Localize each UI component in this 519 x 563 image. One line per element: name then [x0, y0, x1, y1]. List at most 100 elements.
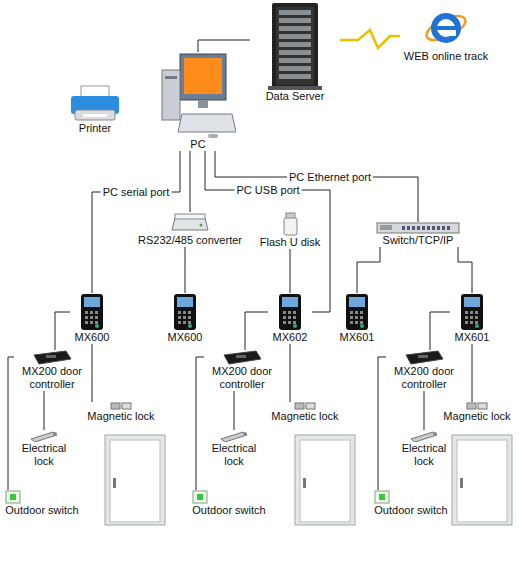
device-label: Magnetic lock [84, 410, 158, 423]
connector [424, 391, 425, 430]
usb-icon [281, 212, 299, 236]
dev-drawing [278, 293, 302, 331]
dev-drawing [173, 293, 197, 331]
elec-icon [29, 430, 59, 442]
device-label: MX602 [268, 331, 312, 344]
device-node: WEB online track [400, 6, 492, 63]
mag-drawing [110, 402, 132, 410]
device-label: Magnetic lock [268, 410, 342, 423]
device-label: Outdoor switch [190, 504, 268, 517]
usb-drawing [281, 212, 299, 236]
elec-drawing [219, 430, 249, 442]
dev-icon [173, 293, 197, 331]
device-label: MX601 [450, 331, 494, 344]
dev-drawing [345, 293, 369, 331]
mag-drawing [294, 402, 316, 410]
door [295, 435, 355, 525]
connector [378, 357, 386, 490]
dev-icon [278, 293, 302, 331]
device-node: Outdoor switch [3, 490, 81, 517]
connector [245, 312, 268, 350]
device-label: Magnetic lock [440, 410, 514, 423]
server-drawing [266, 2, 324, 90]
ctrl-drawing [32, 350, 72, 365]
out-drawing [374, 490, 390, 504]
device-node: PC [158, 52, 238, 151]
device-label: Electrical lock [208, 442, 260, 468]
dev-drawing [80, 293, 104, 331]
device-label: MX200 door controller [14, 365, 90, 391]
connector [215, 151, 418, 222]
device-label: WEB online track [400, 50, 492, 63]
device-node: Outdoor switch [372, 490, 450, 517]
device-label: MX600 [70, 331, 114, 344]
device-label: Printer [62, 122, 128, 135]
connector [44, 391, 45, 430]
device-node: Electrical lock [208, 430, 260, 468]
connector [472, 344, 473, 402]
door [105, 435, 165, 525]
door [452, 435, 512, 525]
device-node: Magnetic lock [440, 402, 514, 423]
switch-drawing [376, 222, 460, 234]
device-node: Switch/TCP/IP [370, 222, 466, 247]
mag-icon [466, 402, 488, 410]
mag-drawing [466, 402, 488, 410]
connector [55, 312, 70, 350]
device-node: Data Server [250, 2, 340, 103]
device-node: MX601 [450, 293, 494, 344]
ctrl-drawing [222, 350, 262, 365]
device-label: Outdoor switch [372, 504, 450, 517]
out-icon [192, 490, 208, 504]
dev-icon [80, 293, 104, 331]
device-node: Printer [62, 84, 128, 135]
out-drawing [192, 490, 208, 504]
device-node: Magnetic lock [268, 402, 342, 423]
device-node: Magnetic lock [84, 402, 158, 423]
device-label: PC [158, 138, 238, 151]
dev-icon [345, 293, 369, 331]
device-node: MX200 door controller [386, 350, 462, 391]
device-label: Outdoor switch [3, 504, 81, 517]
device-label: Electrical lock [18, 442, 70, 468]
device-label: Switch/TCP/IP [370, 234, 466, 247]
device-node: MX200 door controller [204, 350, 280, 391]
mag-icon [110, 402, 132, 410]
pc-drawing [160, 52, 236, 138]
elec-icon [219, 430, 249, 442]
device-label: Data Server [250, 90, 340, 103]
printer-drawing [69, 84, 121, 122]
device-node: MX200 door controller [14, 350, 90, 391]
device-node: MX600 [163, 293, 207, 344]
elec-drawing [409, 430, 439, 442]
device-node: MX600 [70, 293, 114, 344]
mag-icon [294, 402, 316, 410]
connector [458, 247, 472, 293]
switch-icon [376, 222, 460, 234]
server-icon [266, 2, 324, 90]
web-drawing [424, 6, 468, 50]
connector [290, 344, 291, 402]
pc-icon [160, 52, 236, 138]
out-icon [5, 490, 21, 504]
device-label: Flash U disk [258, 236, 322, 249]
device-node: MX602 [268, 293, 312, 344]
connector [92, 151, 180, 293]
port-label: PC USB port [235, 184, 302, 196]
out-drawing [5, 490, 21, 504]
connector [430, 312, 450, 350]
device-label: MX200 door controller [204, 365, 280, 391]
connector [234, 391, 235, 430]
device-node: RS232/485 converter [128, 212, 252, 247]
printer-icon [69, 84, 121, 122]
device-node: MX601 [335, 293, 379, 344]
web-icon [424, 6, 468, 50]
device-label: Electrical lock [398, 442, 450, 468]
ctrl-drawing [404, 350, 444, 365]
device-label: RS232/485 converter [128, 234, 252, 247]
connector [196, 357, 204, 490]
out-icon [374, 490, 390, 504]
connector [92, 344, 93, 402]
